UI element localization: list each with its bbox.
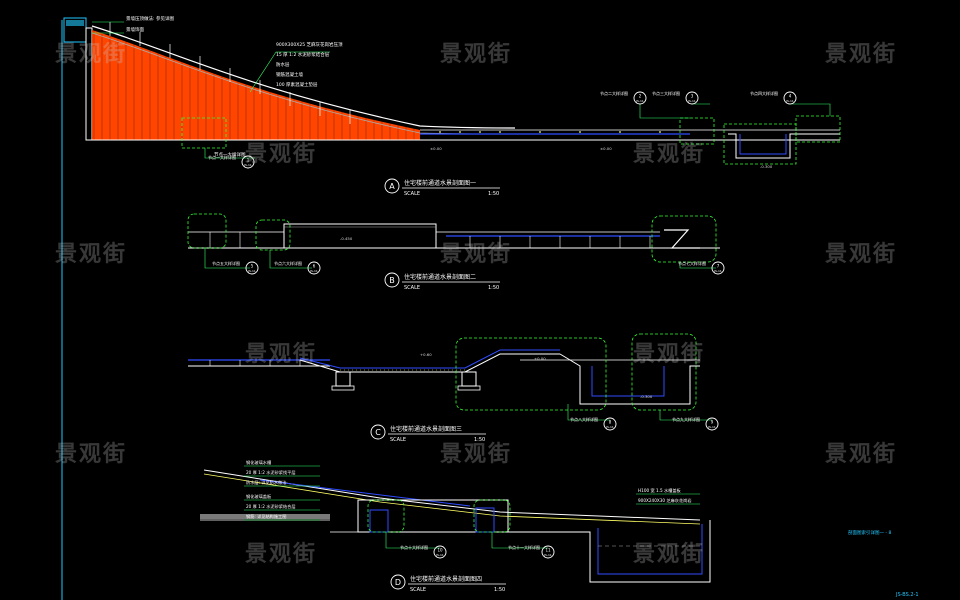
annotation-text: 15 厚 1:2 水泥砂浆结合层	[276, 51, 330, 58]
detail-tag-circle	[245, 261, 259, 275]
scale-value: 1:50	[474, 437, 485, 443]
side-note: 剖面图索引详图一 - 8	[848, 529, 891, 536]
detail-tag-number: 1	[247, 158, 250, 163]
detail-tag-number: 4	[789, 94, 792, 99]
detail-tag-label: 节点四大样详图	[750, 90, 778, 96]
detail-tag-circle	[633, 91, 647, 105]
annotation-text: 防水层: 详见防水做法	[246, 479, 286, 486]
detail-tag-label: 节点十一大样详图	[508, 544, 540, 550]
section-title: 住宅楼前通道水景剖面图三	[390, 425, 462, 433]
detail-tag-circle	[541, 545, 555, 559]
scale-label: SCALE	[390, 437, 406, 443]
detail-tag-circle	[241, 155, 255, 169]
annotation-text: 景墙饰面	[126, 26, 144, 33]
annotation-text: 900X300X25 芝麻灰花岗岩压顶	[276, 41, 343, 48]
annotation-text: 钢化玻璃盖板	[246, 493, 272, 500]
section-marker-letter: D	[395, 578, 401, 587]
annotation-text: 景墙压顶做法: 参见详图	[126, 15, 174, 22]
section-title: 住宅楼前通道水景剖面图二	[404, 273, 476, 281]
section-marker-letter: B	[389, 276, 395, 285]
section-c-drawing	[188, 333, 712, 421]
section-marker-circle	[384, 272, 400, 288]
detail-tag-sheet: JS-11	[707, 425, 716, 429]
sheet-number: JS-BS.2-1	[895, 592, 919, 598]
annotation-text: 900X240X30 芝麻灰花岗岩	[638, 497, 692, 504]
annotation-text: 钢筋: 详见结构施工图	[246, 513, 286, 520]
elevation-label: +0.60	[420, 352, 432, 357]
annotation-text: 100 厚素混凝土垫层	[276, 81, 318, 88]
section-b-drawing	[187, 213, 720, 269]
detail-tag-sheet: JS-11	[435, 553, 444, 557]
detail-tag-circle	[705, 417, 719, 431]
annotation-text: 防水层	[276, 61, 290, 68]
detail-tag-circle	[685, 91, 699, 105]
section-marker-circle	[370, 424, 386, 440]
detail-tag-number: 7	[717, 264, 720, 269]
detail-tag-label: 节点八大样详图	[570, 416, 598, 422]
section-title: 住宅楼前通道水景剖面图四	[410, 575, 482, 583]
detail-tag-sheet: JS-11	[713, 269, 722, 273]
detail-tag-number: 10	[437, 548, 443, 553]
section-a-drawing	[63, 17, 841, 165]
detail-tag-number: 11	[545, 548, 551, 553]
detail-tag-number: 9	[711, 420, 714, 425]
detail-tag-number: 2	[639, 94, 642, 99]
detail-tag-circle	[711, 261, 725, 275]
section-marker-circle	[390, 574, 406, 590]
annotation-text: 20 厚 1:2 水泥砂浆结合层	[246, 503, 296, 510]
detail-tag-number: 8	[609, 420, 612, 425]
elevation-label: -0.300	[760, 164, 773, 169]
section-title: 住宅楼前通道水景剖面图一	[404, 179, 476, 187]
section-marker-letter: C	[375, 428, 381, 437]
scale-value: 1:50	[494, 587, 505, 593]
detail-tag-sheet: JS-11	[309, 269, 318, 273]
scale-value: 1:50	[488, 191, 499, 197]
elevation-label: ±0.00	[600, 146, 612, 151]
annotation-text: 钢化玻璃水槽	[246, 459, 272, 466]
detail-tag-label: 节点十大样详图	[400, 544, 428, 550]
scale-label: SCALE	[410, 587, 426, 593]
detail-tag-circle	[783, 91, 797, 105]
scale-label: SCALE	[404, 285, 420, 291]
detail-tag-sheet: JS-11	[243, 163, 252, 167]
elevation-label: ±0.00	[430, 146, 442, 151]
elevation-label: -0.300	[640, 394, 653, 399]
detail-tag-sheet: JS-11	[785, 99, 794, 103]
detail-tag-label: 节点三大样详图	[652, 90, 680, 96]
detail-tag-sheet: JS-11	[687, 99, 696, 103]
elevation-label: ±0.00	[534, 356, 546, 361]
scale-value: 1:50	[488, 285, 499, 291]
annotation-text: H100 宽 1.5 水槽盖板	[638, 487, 682, 494]
detail-tag-label: 节点七大样详图	[678, 260, 706, 266]
detail-tag-label: 节点二大样详图	[600, 90, 628, 96]
annotation-text: 节点一大样详图	[214, 151, 246, 158]
section-d-drawing	[200, 465, 711, 583]
detail-tag-number: 5	[251, 264, 254, 269]
detail-tag-number: 3	[691, 94, 694, 99]
detail-tag-sheet: JS-11	[605, 425, 614, 429]
detail-tag-number: 6	[313, 264, 316, 269]
detail-tag-circle	[433, 545, 447, 559]
detail-tag-sheet: JS-11	[247, 269, 256, 273]
detail-tag-sheet: JS-11	[543, 553, 552, 557]
section-marker-letter: A	[389, 182, 395, 191]
annotation-text: 20 厚 1:2 水泥砂浆找平层	[246, 469, 296, 476]
detail-tag-circle	[307, 261, 321, 275]
elevation-label: -0.450	[340, 236, 353, 241]
annotation-text: 钢筋混凝土墙	[276, 71, 303, 78]
scale-label: SCALE	[404, 191, 420, 197]
detail-tag-label: 节点六大样详图	[274, 260, 302, 266]
detail-tag-sheet: JS-11	[635, 99, 644, 103]
detail-tag-circle	[603, 417, 617, 431]
detail-tag-label: 节点一大样详图	[208, 154, 236, 160]
detail-tag-label: 节点五大样详图	[212, 260, 240, 266]
detail-tag-label: 节点九大样详图	[672, 416, 700, 422]
section-marker-circle	[384, 178, 400, 194]
